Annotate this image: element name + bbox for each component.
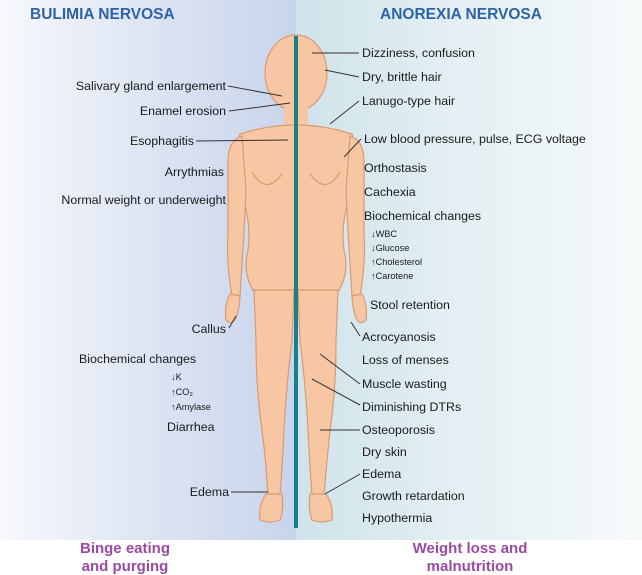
label-muscle-wasting: Muscle wasting bbox=[362, 377, 447, 392]
label-carotene: ↑Carotene bbox=[371, 271, 413, 282]
label-low-bp: Low blood pressure, pulse, ECG voltage bbox=[364, 132, 586, 147]
figure-left-hand bbox=[226, 294, 241, 323]
label-lanugo: Lanugo-type hair bbox=[362, 94, 455, 109]
label-salivary-gland: Salivary gland enlargement bbox=[76, 79, 226, 94]
leader-anorexia-edema bbox=[325, 474, 360, 494]
label-wbc: ↓WBC bbox=[371, 229, 397, 240]
label-bulimia-edema: Edema bbox=[190, 485, 229, 500]
label-glucose: ↓Glucose bbox=[371, 243, 409, 254]
label-esophagitis: Esophagitis bbox=[130, 134, 194, 149]
label-bulimia-co2: ↑CO₂ bbox=[171, 387, 193, 398]
label-orthostasis: Orthostasis bbox=[364, 161, 427, 176]
leader-acrocyanosis bbox=[351, 322, 360, 336]
label-osteoporosis: Osteoporosis bbox=[362, 423, 435, 438]
figure-right-arm bbox=[346, 136, 365, 296]
figure-right-leg bbox=[298, 290, 338, 496]
label-cachexia: Cachexia bbox=[364, 185, 416, 200]
label-dizziness: Dizziness, confusion bbox=[362, 46, 475, 61]
label-stool: Stool retention bbox=[370, 298, 450, 313]
bulimia-footer: Binge eating and purging bbox=[60, 540, 190, 575]
figure-left-arm bbox=[228, 136, 247, 296]
label-dtrs: Diminishing DTRs bbox=[362, 400, 461, 415]
figure-left-foot bbox=[260, 494, 283, 522]
anorexia-footer-line2: malnutrition bbox=[395, 558, 545, 575]
label-growth: Growth retardation bbox=[362, 489, 465, 504]
label-diarrhea: Diarrhea bbox=[167, 420, 215, 435]
label-enamel-erosion: Enamel erosion bbox=[140, 104, 226, 119]
anorexia-footer: Weight loss and malnutrition bbox=[395, 540, 545, 575]
leader-hair bbox=[325, 70, 359, 77]
label-cholesterol: ↑Cholesterol bbox=[371, 257, 422, 268]
label-dry-hair: Dry, brittle hair bbox=[362, 70, 442, 85]
label-dry-skin: Dry skin bbox=[362, 445, 407, 460]
bulimia-header: BULIMIA NERVOSA bbox=[30, 6, 175, 24]
label-acrocyanosis: Acrocyanosis bbox=[362, 330, 436, 345]
leader-enamel bbox=[229, 103, 290, 111]
label-normal-weight: Normal weight or underweight bbox=[61, 193, 226, 208]
label-callus: Callus bbox=[192, 322, 226, 337]
anorexia-header: ANOREXIA NERVOSA bbox=[380, 6, 542, 24]
figure-right-foot bbox=[309, 494, 332, 522]
label-anorexia-edema: Edema bbox=[362, 467, 401, 482]
anorexia-footer-line1: Weight loss and bbox=[395, 540, 545, 558]
label-anorexia-biochem: Biochemical changes bbox=[364, 209, 481, 224]
label-bulimia-k: ↓K bbox=[171, 372, 182, 383]
label-menses: Loss of menses bbox=[362, 353, 449, 368]
label-hypothermia: Hypothermia bbox=[362, 511, 432, 526]
bulimia-footer-line2: and purging bbox=[60, 558, 190, 575]
figure-left-leg bbox=[254, 290, 294, 496]
figure-right-hand bbox=[352, 294, 367, 323]
bulimia-footer-line1: Binge eating bbox=[60, 540, 190, 558]
label-bulimia-amylase: ↑Amylase bbox=[171, 402, 211, 413]
leader-lanugo bbox=[330, 101, 359, 124]
label-bulimia-biochem: Biochemical changes bbox=[79, 352, 196, 367]
label-arrhythmias: Arrythmias bbox=[165, 165, 224, 180]
